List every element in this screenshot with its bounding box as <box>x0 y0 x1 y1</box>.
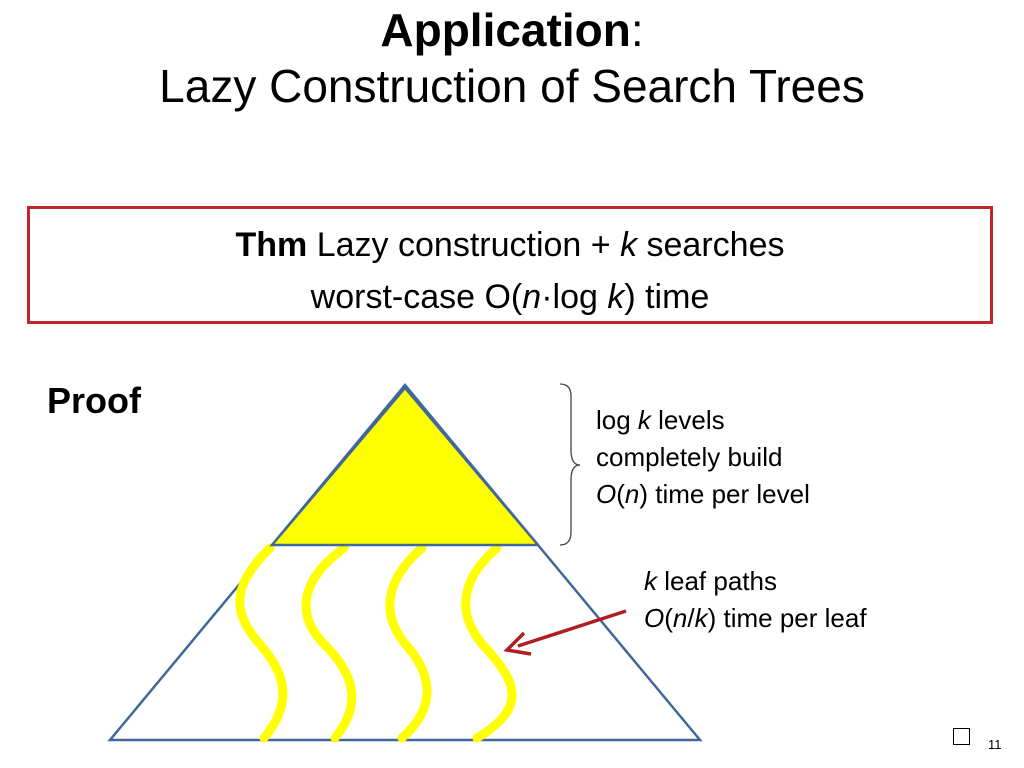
levels-note-line-3: O(n) time per level <box>596 476 810 513</box>
leaves-n: n <box>672 603 688 633</box>
levels-brace-icon <box>559 383 581 546</box>
levels-word: levels <box>650 405 725 435</box>
leaves-note: k leaf paths O(n/k) time per leaf <box>644 563 867 637</box>
built-top-levels <box>269 386 541 547</box>
theorem-worst-case: worst-case O( <box>310 278 523 316</box>
levels-log: log <box>596 405 638 435</box>
title-bold: Application <box>380 4 631 56</box>
levels-time: ) time per level <box>639 479 810 509</box>
theorem-text-b: searches <box>637 226 785 264</box>
leaf-path-4 <box>461 543 517 743</box>
levels-note-line-1: log k levels <box>596 402 810 439</box>
title-line-2: Lazy Construction of Search Trees <box>159 60 865 112</box>
leaf-path-3 <box>385 543 432 743</box>
leaf-path-2 <box>301 543 357 743</box>
leaves-k2: k <box>694 603 708 633</box>
theorem-line-2: worst-case O(n·log k) time <box>30 271 990 323</box>
leaves-note-line-2: O(n/k) time per leaf <box>644 600 867 637</box>
leaves-paths: leaf paths <box>657 566 777 596</box>
theorem-label: Thm <box>235 226 308 264</box>
theorem-line-1: Thm Lazy construction + k searches <box>30 219 990 271</box>
leaves-slash: / <box>687 603 695 633</box>
theorem-k2: k <box>607 278 625 316</box>
theorem-text-a: Lazy construction + <box>307 226 621 264</box>
levels-paren: ( <box>616 479 625 509</box>
levels-note-line-2: completely build <box>596 442 783 472</box>
theorem-time: ) time <box>624 278 710 316</box>
leaves-note-line-1: k leaf paths <box>644 563 867 600</box>
levels-n: n <box>624 479 640 509</box>
arrow-icon <box>503 609 627 656</box>
levels-o: O <box>596 479 617 509</box>
leaves-paren: ( <box>664 603 673 633</box>
leaves-time: ) time per leaf <box>707 603 867 633</box>
leaf-paths <box>235 543 517 743</box>
slide-title: Application: Lazy Construction of Search… <box>0 2 1024 114</box>
title-line-1: Application: <box>0 2 1024 58</box>
theorem-n: n <box>522 278 542 316</box>
levels-k: k <box>637 405 651 435</box>
theorem-k: k <box>620 226 638 264</box>
leaves-o: O <box>644 603 665 633</box>
slide-nav-box-icon[interactable] <box>953 728 970 745</box>
leaves-k: k <box>644 566 657 596</box>
proof-label: Proof <box>47 380 141 421</box>
theorem-box: Thm Lazy construction + k searches worst… <box>27 206 993 324</box>
theorem-log: ·log <box>541 278 608 316</box>
page-number: 11 <box>988 737 1002 752</box>
leaf-path-1 <box>235 543 288 743</box>
levels-note: log k levels completely build O(n) time … <box>596 402 810 513</box>
title-colon: : <box>630 4 644 56</box>
